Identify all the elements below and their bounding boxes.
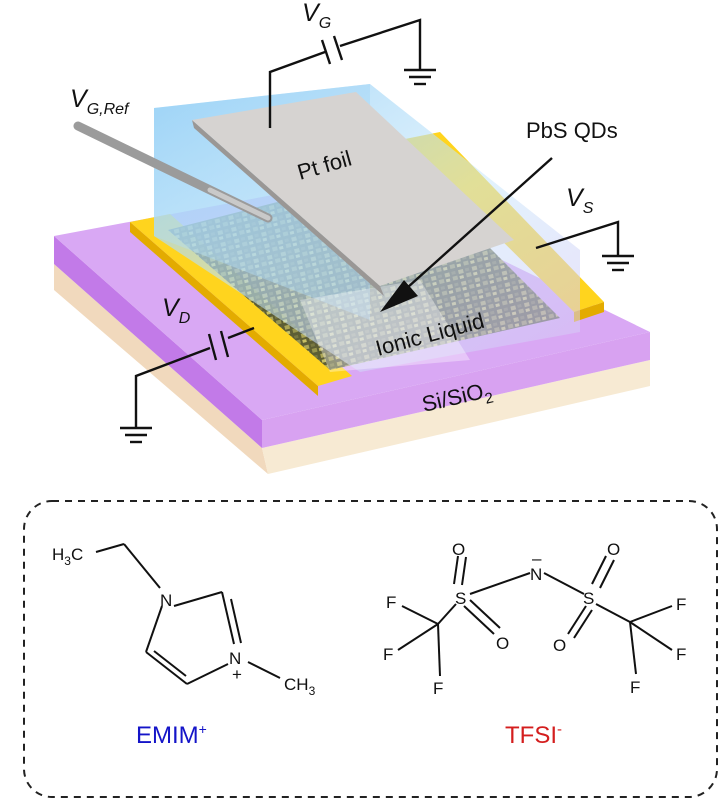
tfsi-o3-label: O xyxy=(607,540,620,559)
tfsi-o2-label: O xyxy=(496,634,509,653)
tfsi-o1-label: O xyxy=(452,540,465,559)
emim-n3-charge: + xyxy=(232,665,242,684)
drain-electrode xyxy=(130,214,352,386)
substrate-side-left xyxy=(54,236,262,448)
tfsi-f3-label: F xyxy=(433,679,443,698)
source-electrode-side xyxy=(574,302,604,322)
emim-n1-label: N xyxy=(160,591,172,610)
source-circuit xyxy=(535,220,634,272)
tfsi-name: TFSI- xyxy=(505,721,562,749)
ionic-liquid-glow xyxy=(300,280,470,372)
tfsi-structure xyxy=(397,555,673,677)
pt-foil-edge xyxy=(192,120,384,296)
label-vg-ref: VG,Ref xyxy=(70,85,130,118)
substrate-base-front xyxy=(262,360,650,474)
tfsi-s1-label: S xyxy=(455,589,466,608)
tfsi-f2-label: F xyxy=(383,645,393,664)
emim-name: EMIM+ xyxy=(136,721,207,749)
molecules-panel xyxy=(23,500,718,798)
label-vs: VS xyxy=(566,184,594,217)
emim-n3-label: N xyxy=(229,649,241,668)
pt-foil xyxy=(192,92,514,286)
drain-electrode-side xyxy=(130,222,318,396)
gate-circuit xyxy=(268,18,436,128)
device-schematic: VG VG,Ref VS VD Pt foil PbS QDs Ionic Li… xyxy=(54,0,650,474)
tfsi-s2-label: S xyxy=(583,589,594,608)
emim-ethyl-label: H3C xyxy=(52,545,83,568)
tfsi-f5-label: F xyxy=(676,645,686,664)
emim-methyl-label: CH3 xyxy=(284,675,316,698)
tfsi-n-label: N xyxy=(530,565,542,584)
label-vg: VG xyxy=(302,0,331,32)
pbs-qds-arrowhead xyxy=(380,280,418,312)
emim-structure xyxy=(95,543,281,685)
pbs-qds-pointer xyxy=(397,157,553,297)
tfsi-n-charge: – xyxy=(532,549,542,568)
tfsi-f1-label: F xyxy=(386,593,396,612)
tfsi-o4-label: O xyxy=(553,636,566,655)
drain-circuit xyxy=(120,326,255,444)
substrate-base-layer xyxy=(54,264,268,474)
tfsi-f6-label: F xyxy=(630,678,640,697)
label-vd: VD xyxy=(162,294,191,327)
substrate-side-front xyxy=(262,332,650,448)
label-pbs-qds: PbS QDs xyxy=(526,118,618,143)
tfsi-f4-label: F xyxy=(676,595,686,614)
